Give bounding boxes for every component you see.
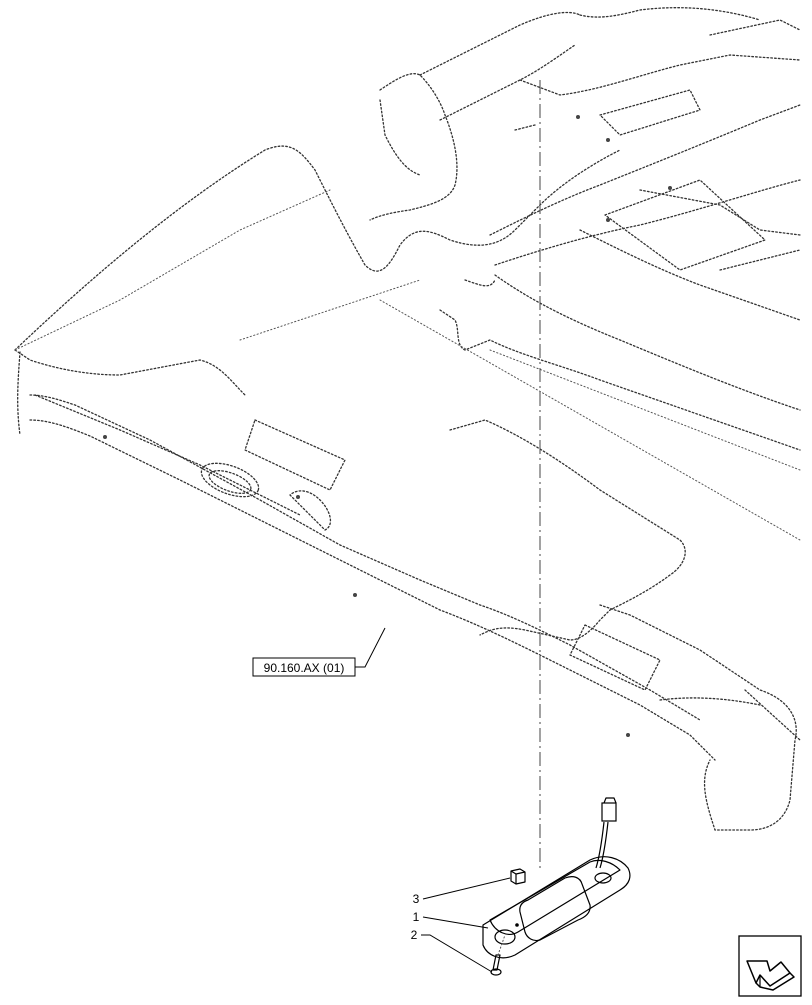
dome-lamp xyxy=(482,797,631,959)
reference-label[interactable]: 90.160.AX (01) xyxy=(252,627,386,677)
callout-3: 3 xyxy=(413,877,511,906)
headliner-panel xyxy=(14,7,801,831)
callout-1: 1 xyxy=(413,910,489,929)
callout-3-number: 3 xyxy=(413,892,420,906)
clip xyxy=(510,868,526,885)
callout-2-number: 2 xyxy=(411,928,418,942)
callout-1-number: 1 xyxy=(413,910,420,924)
callout-2: 2 xyxy=(411,928,493,973)
arrow-icon[interactable] xyxy=(738,935,802,997)
screw xyxy=(490,934,506,976)
reference-label-text: 90.160.AX (01) xyxy=(264,661,345,675)
